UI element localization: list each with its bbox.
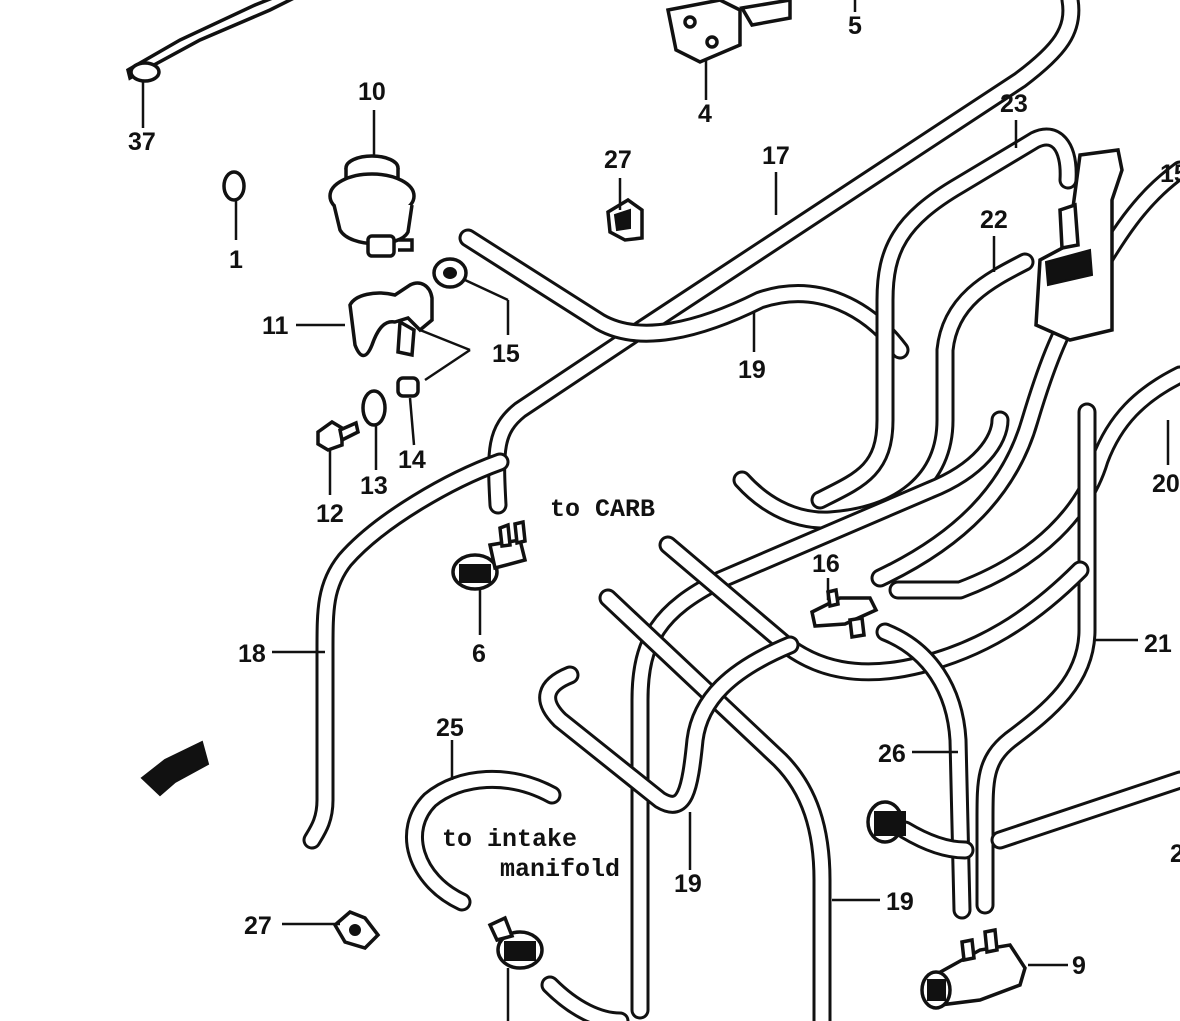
note-to-intake-line2: manifold [500,855,620,884]
label-part-37: 37 [128,128,156,156]
label-part-19-lower: 19 [674,870,702,898]
part-23-vsv [1034,148,1124,342]
part-6-switch-valve [451,519,528,591]
label-part-12: 12 [316,500,344,528]
label-part-10: 10 [358,78,386,106]
label-part-17: 17 [762,142,790,170]
hose-15-right [870,160,1180,588]
part-1-oring [222,170,246,202]
label-part-2: 2 [1170,840,1180,868]
notes: to CARB to intake manifold [442,495,655,884]
label-part-14: 14 [398,446,426,474]
hose-17 [487,0,1081,515]
label-part-15-right: 15 [1160,160,1180,188]
part-27-clip-bottom [332,909,381,950]
label-part-23: 23 [1000,90,1028,118]
label-part-20: 20 [1152,470,1180,498]
part-9-sensor [920,927,1027,1010]
note-to-intake-line1: to intake [442,825,577,854]
label-part-6: 6 [472,640,486,668]
label-part-26: 26 [878,740,906,768]
part-10-valve [328,154,416,258]
part-16-joint [810,587,879,640]
label-part-16: 16 [812,550,840,578]
label-part-11: 11 [262,312,289,340]
part-13-washer [361,389,387,427]
front-arrow-icon [140,740,210,797]
label-part-21: 21 [1144,630,1172,658]
part-12-bolt [316,419,361,452]
label-part-27-top: 27 [604,146,632,174]
label-part-13: 13 [360,472,388,500]
label-part-22: 22 [980,206,1008,234]
label-part-19-top: 19 [738,356,766,384]
label-part-1: 1 [229,246,243,274]
leader-lines [141,0,1170,1021]
label-part-19-bottom: 19 [886,888,914,916]
label-part-18: 18 [238,640,266,668]
part-4-gasket [665,0,792,64]
part-connector-26 [866,800,906,844]
part-6b-switch [487,915,544,970]
part-27-clip-top [606,197,644,242]
label-part-25: 25 [436,714,464,742]
part-37-bracket [125,0,294,83]
label-part-9: 9 [1072,952,1086,980]
hose-group [302,0,1180,1021]
label-part-27-bottom: 27 [244,912,272,940]
label-part-4: 4 [698,100,712,128]
label-part-15: 15 [492,340,520,368]
note-to-carb: to CARB [550,495,655,524]
part-15-grommet [432,257,468,289]
part-labels: 37 1 10 4 5 27 17 23 15 22 11 15 19 14 1… [128,12,1180,980]
label-part-5: 5 [848,12,862,40]
part-11-bracket [348,281,434,358]
part-14-collar [396,376,420,398]
